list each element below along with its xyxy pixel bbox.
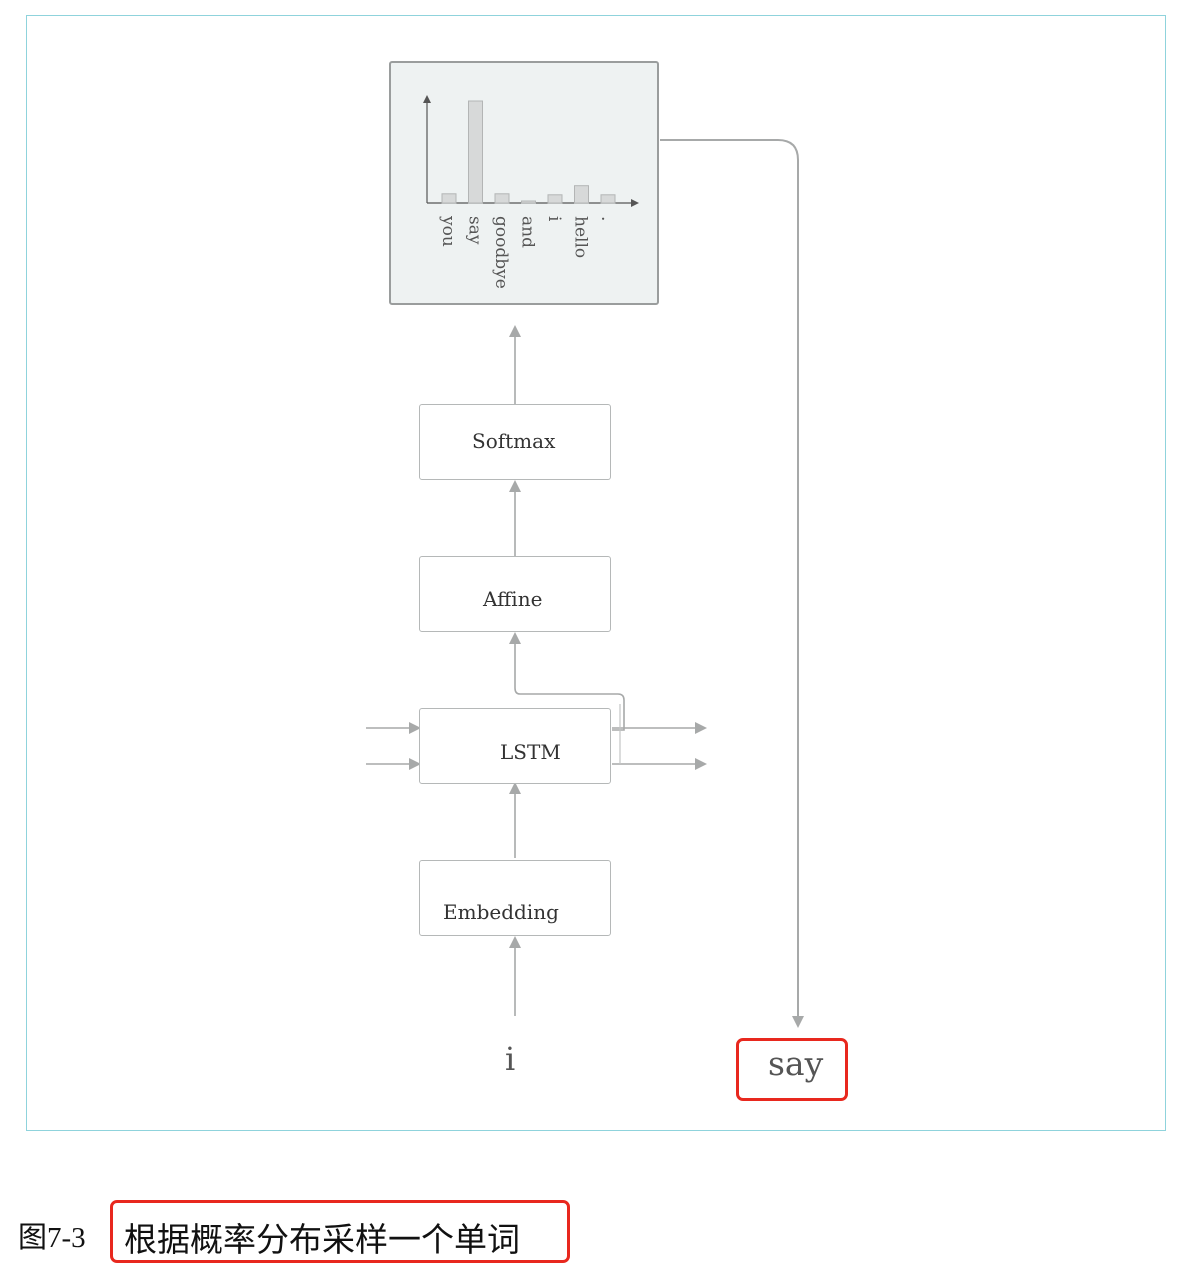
output-word: say: [768, 1044, 824, 1083]
softmax-layer: Softmax: [419, 404, 611, 480]
probability-bar-7: [600, 194, 616, 204]
embedding-label: Embedding: [443, 900, 559, 924]
probability-bar-2: [468, 100, 483, 204]
arrow-lstm-to-affine: [509, 632, 625, 731]
caption-highlight: [110, 1200, 570, 1263]
arrow-sample-to-output: [660, 139, 804, 1028]
softmax-label: Softmax: [472, 429, 556, 453]
probability-bar-3: [494, 193, 510, 204]
probability-bar-4: [521, 200, 536, 204]
figure-number: 图7-3: [18, 1222, 86, 1254]
affine-layer: Affine: [419, 556, 611, 632]
probability-bar-5: [547, 194, 563, 204]
probability-bar-label: .: [597, 216, 617, 221]
probability-bar-label: say: [465, 216, 485, 245]
probability-bar-label: hello: [571, 216, 591, 258]
input-word: i: [505, 1040, 516, 1078]
probability-bar-1: [441, 193, 457, 204]
probability-bar-label: you: [438, 215, 458, 247]
figure-caption: 根据概率分布采样一个单词: [124, 1220, 520, 1259]
lstm-label: LSTM: [500, 740, 561, 764]
diagram-frame: [26, 15, 1166, 1131]
lstm-layer: LSTM: [419, 708, 611, 784]
probability-bar-label: and: [518, 216, 538, 248]
embedding-layer: Embedding: [419, 860, 611, 936]
probability-bar-label: goodbye: [491, 216, 511, 289]
output-word-highlight: [736, 1038, 848, 1101]
affine-label: Affine: [483, 587, 543, 611]
probability-bar-label: i: [544, 216, 564, 222]
probability-bar-6: [574, 185, 589, 204]
